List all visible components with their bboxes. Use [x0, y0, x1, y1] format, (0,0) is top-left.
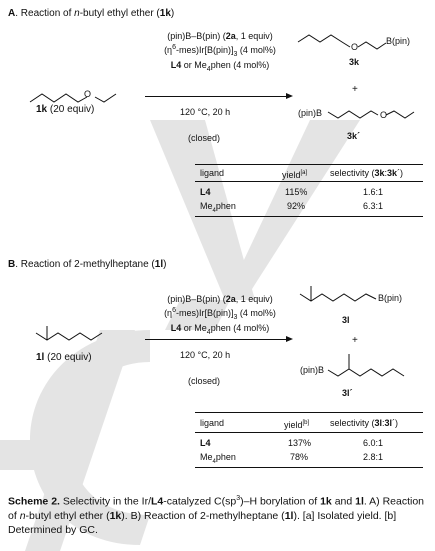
table-a-row-2-yield: 92%: [287, 201, 306, 211]
table-b-row-1-yield: 137%: [288, 438, 312, 448]
table-a-mid-rule: [195, 181, 423, 182]
product-3l-prime-label: 3l´: [342, 388, 353, 398]
product-3l-label: 3l: [342, 315, 350, 325]
table-b-header-selectivity: selectivity (3l:3l´): [330, 418, 399, 428]
reaction-arrow-a-head: [286, 93, 293, 99]
conditions-b: 120 °C, 20 h: [180, 350, 231, 360]
table-a-row-1-selectivity: 1.6:1: [363, 187, 384, 197]
table-a-row-2-ligand: Me4phen: [200, 201, 236, 214]
plus-b: +: [352, 335, 358, 346]
reaction-arrow-b-head: [286, 336, 293, 342]
table-b-top-rule: [195, 412, 423, 413]
table-b-bottom-rule: [195, 467, 423, 468]
product-3l-structure: [299, 286, 377, 302]
table-a-header-ligand: ligand: [200, 168, 225, 178]
conditions-a: 120 °C, 20 h: [180, 107, 231, 117]
closed-b: (closed): [188, 376, 221, 386]
reagents-a: (pin)B–B(pin) (2a, 1 equiv) (η6-mes)Ir[B…: [164, 31, 276, 73]
product-3l-bpin: B(pin): [378, 293, 403, 303]
product-3k-prime-label: 3k´: [347, 131, 361, 141]
table-a-row-1-ligand: L4: [200, 187, 211, 197]
product-3k-structure: [297, 34, 387, 50]
substrate-1k-structure: [29, 93, 117, 103]
substrate-1l-structure: [35, 326, 103, 341]
product-3k-prime-structure: [327, 110, 415, 119]
product-3k-prime-bpin: (pin)B: [298, 108, 323, 118]
table-a-header-yield: yield[a]: [282, 170, 308, 180]
table-a-row-2-selectivity: 6.3:1: [363, 201, 384, 211]
table-a-top-rule: [195, 164, 423, 165]
table-a-header-selectivity: selectivity (3k:3k´): [330, 168, 404, 178]
product-3l-prime-structure: [327, 354, 405, 377]
substrate-1k-oxygen: O: [84, 89, 92, 99]
closed-a: (closed): [188, 133, 221, 143]
table-b-header-yield: yield[b]: [284, 420, 310, 430]
substrate-1k-label: 1k (20 equiv): [36, 104, 95, 115]
table-b-row-2-ligand: Me4phen: [200, 452, 236, 465]
table-a-row-1-yield: 115%: [285, 187, 308, 197]
table-b-mid-rule: [195, 432, 423, 433]
section-b-title: B. Reaction of 2-methylheptane (1l): [8, 259, 167, 270]
scheme-caption: Scheme 2. Selectivity in the Ir/L4-catal…: [8, 495, 425, 536]
reagents-b: (pin)B–B(pin) (2a, 1 equiv) (η6-mes)Ir[B…: [164, 294, 276, 336]
product-3k-oxygen: O: [351, 42, 359, 52]
section-a-title: A. Reaction of n-butyl ethyl ether (1k): [8, 8, 175, 19]
table-b-row-2-yield: 78%: [290, 452, 309, 462]
substrate-1l-label: 1l (20 equiv): [36, 352, 92, 363]
table-a-bottom-rule: [195, 216, 423, 217]
product-3l-prime-bpin: (pin)B: [300, 365, 325, 375]
product-3k-bpin: B(pin): [386, 36, 411, 46]
table-b-row-2-selectivity: 2.8:1: [363, 452, 384, 462]
plus-a: +: [352, 84, 358, 95]
reaction-arrow-b: [145, 339, 287, 340]
product-3k-label: 3k: [349, 57, 360, 67]
table-b-row-1-selectivity: 6.0:1: [363, 438, 384, 448]
table-b-header-ligand: ligand: [200, 418, 225, 428]
table-b-row-1-ligand: L4: [200, 438, 211, 448]
reaction-arrow-a: [145, 96, 287, 97]
product-3k-prime-oxygen: O: [380, 110, 388, 120]
